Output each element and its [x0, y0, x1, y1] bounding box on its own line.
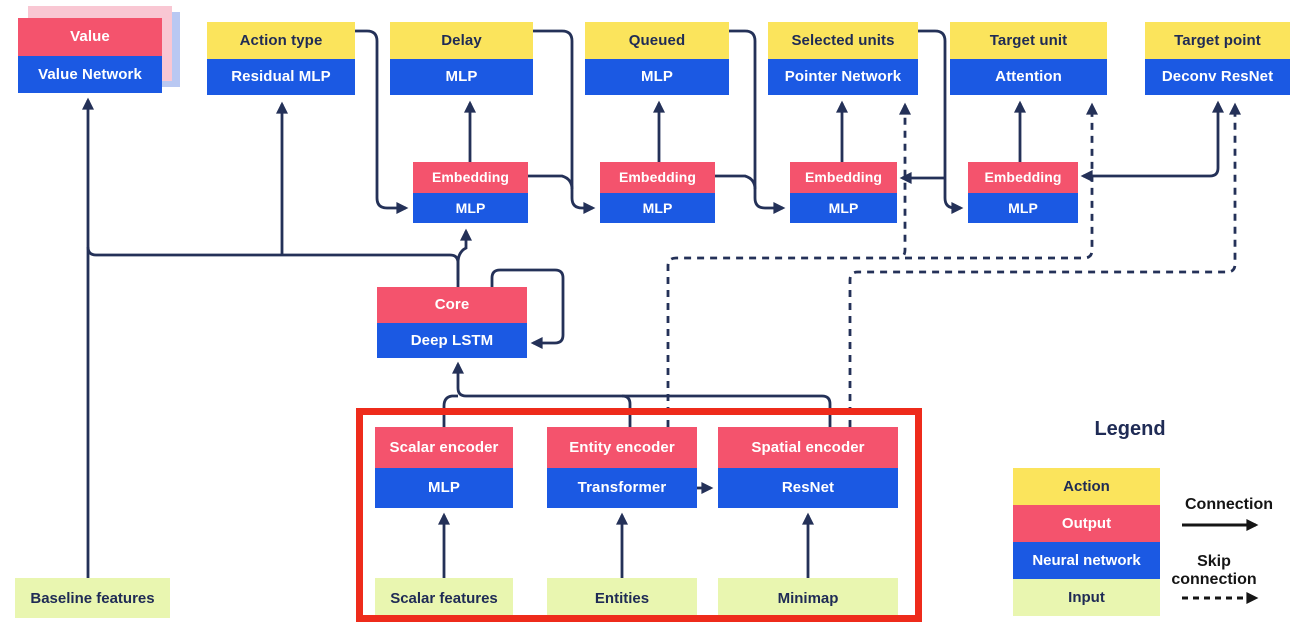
- node-delay: Delay MLP: [390, 22, 533, 95]
- legend-swatch-input: Input: [1013, 579, 1160, 616]
- node-target-point-action-label: Target point: [1145, 22, 1290, 59]
- highlight-rectangle: [356, 408, 922, 622]
- node-delay-action-label: Delay: [390, 22, 533, 59]
- node-entities: Entities: [547, 578, 697, 618]
- node-embedding-3-output-label: Embedding: [790, 162, 897, 193]
- node-core: Core Deep LSTM: [377, 287, 527, 358]
- wire-core-trunk: [86, 246, 460, 287]
- node-delay-network-label: MLP: [390, 58, 533, 95]
- node-scalar-encoder-output-label: Scalar encoder: [375, 427, 513, 468]
- node-entity-encoder-network-label: Transformer: [547, 467, 697, 508]
- node-core-output-label: Core: [377, 287, 527, 323]
- node-scalar-features: Scalar features: [375, 578, 513, 618]
- node-target-point: Target point Deconv ResNet: [1145, 22, 1290, 95]
- node-action-type: Action type Residual MLP: [207, 22, 355, 95]
- node-core-network-label: Deep LSTM: [377, 322, 527, 358]
- node-scalar-encoder: Scalar encoder MLP: [375, 427, 513, 508]
- node-action-type-action-label: Action type: [207, 22, 355, 59]
- node-spatial-encoder-output-label: Spatial encoder: [718, 427, 898, 468]
- wire-delay-to-mlp2: [533, 29, 596, 214]
- node-embedding-2-network-label: MLP: [600, 192, 715, 223]
- node-spatial-encoder: Spatial encoder ResNet: [718, 427, 898, 508]
- node-target-unit: Target unit Attention: [950, 22, 1107, 95]
- node-selected-units: Selected units Pointer Network: [768, 22, 918, 95]
- node-baseline-features: Baseline features: [15, 578, 170, 618]
- node-value-output-label: Value: [18, 18, 162, 56]
- skip-entity-to-pointer: [666, 102, 911, 427]
- wire-emb1-merge: [528, 174, 574, 190]
- node-scalar-encoder-network-label: MLP: [375, 467, 513, 508]
- node-selected-units-network-label: Pointer Network: [768, 58, 918, 95]
- legend-swatch-action: Action: [1013, 468, 1160, 505]
- node-embedding-4: Embedding MLP: [968, 162, 1078, 223]
- node-target-unit-network-label: Attention: [950, 58, 1107, 95]
- node-embedding-1-network-label: MLP: [413, 192, 528, 223]
- legend-skip-label-line2: connection: [1171, 571, 1257, 588]
- node-embedding-1-output-label: Embedding: [413, 162, 528, 193]
- skip-spatial-to-deconv: [848, 102, 1241, 427]
- legend-swatches: Action Output Neural network Input: [1013, 468, 1160, 616]
- node-embedding-2-output-label: Embedding: [600, 162, 715, 193]
- node-embedding-3-network-label: MLP: [790, 192, 897, 223]
- node-embedding-4-network-label: MLP: [968, 192, 1078, 223]
- node-selected-units-action-label: Selected units: [768, 22, 918, 59]
- node-minimap: Minimap: [718, 578, 898, 618]
- node-action-type-network-label: Residual MLP: [207, 58, 355, 95]
- node-queued-action-label: Queued: [585, 22, 729, 59]
- node-queued: Queued MLP: [585, 22, 729, 95]
- wire-emb4-to-deconv: [1148, 100, 1224, 178]
- legend-connection-label: Connection: [1185, 496, 1273, 513]
- legend-skip-label-line1: Skip: [1197, 553, 1231, 570]
- node-entity-encoder: Entity encoder Transformer: [547, 427, 697, 508]
- node-embedding-1: Embedding MLP: [413, 162, 528, 223]
- node-spatial-encoder-network-label: ResNet: [718, 467, 898, 508]
- node-value: Value Value Network: [18, 18, 162, 93]
- node-entity-encoder-output-label: Entity encoder: [547, 427, 697, 468]
- legend-title: Legend: [1094, 418, 1166, 440]
- node-value-network-label: Value Network: [18, 55, 162, 93]
- node-embedding-2: Embedding MLP: [600, 162, 715, 223]
- node-embedding-3: Embedding MLP: [790, 162, 897, 223]
- wire-core-to-mlp1: [456, 228, 472, 280]
- legend-swatch-output: Output: [1013, 505, 1160, 542]
- wire-emb2-merge: [715, 174, 757, 190]
- node-embedding-4-output-label: Embedding: [968, 162, 1078, 193]
- legend-swatch-neural-network: Neural network: [1013, 542, 1160, 579]
- node-target-unit-action-label: Target unit: [950, 22, 1107, 59]
- node-target-point-network-label: Deconv ResNet: [1145, 58, 1290, 95]
- node-queued-network-label: MLP: [585, 58, 729, 95]
